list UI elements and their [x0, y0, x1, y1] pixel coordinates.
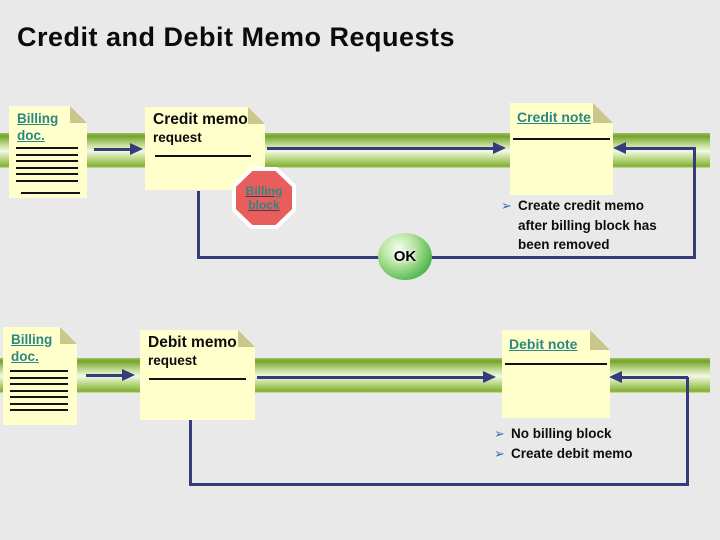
page-title: Credit and Debit Memo Requests [17, 22, 456, 52]
note-line [505, 363, 607, 365]
bullet-arrow-icon: ➢ [501, 198, 512, 213]
bullet-arrow-icon: ➢ [494, 426, 505, 441]
document-lines [16, 147, 78, 186]
top-loop-line-up [693, 147, 696, 259]
document-line [21, 192, 80, 194]
arrow-bottom-1-head-icon [122, 369, 135, 381]
top-bullet-note: ➢ Create credit memo after billing block… [501, 196, 657, 255]
stop-sign-inner: Billing block [236, 171, 292, 225]
debit-note-title: Debit note [509, 336, 578, 352]
billing-doc-note-bottom: Billing doc. [3, 327, 77, 425]
bottom-loop-line-bottom [189, 483, 689, 486]
billing-doc-label: Billing doc. [11, 332, 53, 364]
note-line [149, 378, 246, 380]
arrow-top-1-head-icon [130, 143, 143, 155]
note-fold-icon [248, 107, 265, 124]
note-line [155, 155, 251, 157]
debit-note: Debit note [502, 330, 610, 418]
bullet-line: ➢ Create credit memo [501, 196, 657, 216]
document-lines [10, 370, 68, 416]
bullet-arrow-icon: ➢ [494, 445, 505, 461]
top-loop-line-return [625, 147, 695, 150]
bullet-line: after billing block has [518, 217, 657, 233]
bullet-line: been removed [518, 237, 610, 252]
credit-memo-request-title: Credit memo [153, 111, 248, 128]
credit-memo-request-subtitle: request [153, 130, 202, 145]
bottom-loop-line-up [686, 377, 689, 486]
bullet-line: ➢ No billing block [494, 424, 633, 444]
bottom-loop-line-return [620, 376, 688, 379]
ok-badge: OK [378, 233, 432, 280]
bottom-loop-line-down [189, 420, 192, 486]
billing-doc-note-top: Billing doc. [9, 106, 87, 198]
credit-note: Credit note [510, 103, 613, 195]
note-fold-icon [593, 103, 613, 123]
debit-memo-request-title: Debit memo [148, 334, 237, 351]
top-loop-line-bottom [197, 256, 696, 259]
debit-memo-request-note: Debit memo request [140, 330, 255, 420]
bottom-bullet-note: ➢ No billing block ➢ Create debit memo [494, 424, 633, 463]
billing-block-stop-sign: Billing block [232, 167, 296, 229]
top-loop-line-down [197, 191, 200, 259]
note-line [513, 138, 610, 140]
arrow-top-2-head-icon [493, 142, 506, 154]
arrow-bottom-1 [86, 374, 124, 377]
note-fold-icon [60, 327, 77, 344]
note-fold-icon [238, 330, 255, 347]
bullet-line: ➢ Create debit memo [494, 444, 633, 464]
billing-block-label: Billing block [245, 183, 283, 213]
arrow-bottom-2 [257, 376, 485, 379]
arrow-bottom-2-head-icon [483, 371, 496, 383]
arrow-top-2 [267, 147, 495, 150]
note-fold-icon [590, 330, 610, 350]
top-return-arrowhead-icon [613, 142, 626, 154]
billing-doc-label: Billing doc. [17, 111, 59, 143]
credit-note-title: Credit note [517, 109, 591, 125]
bottom-return-arrowhead-icon [609, 371, 622, 383]
debit-memo-request-subtitle: request [148, 353, 197, 368]
note-fold-icon [70, 106, 87, 123]
arrow-top-1 [94, 148, 132, 151]
